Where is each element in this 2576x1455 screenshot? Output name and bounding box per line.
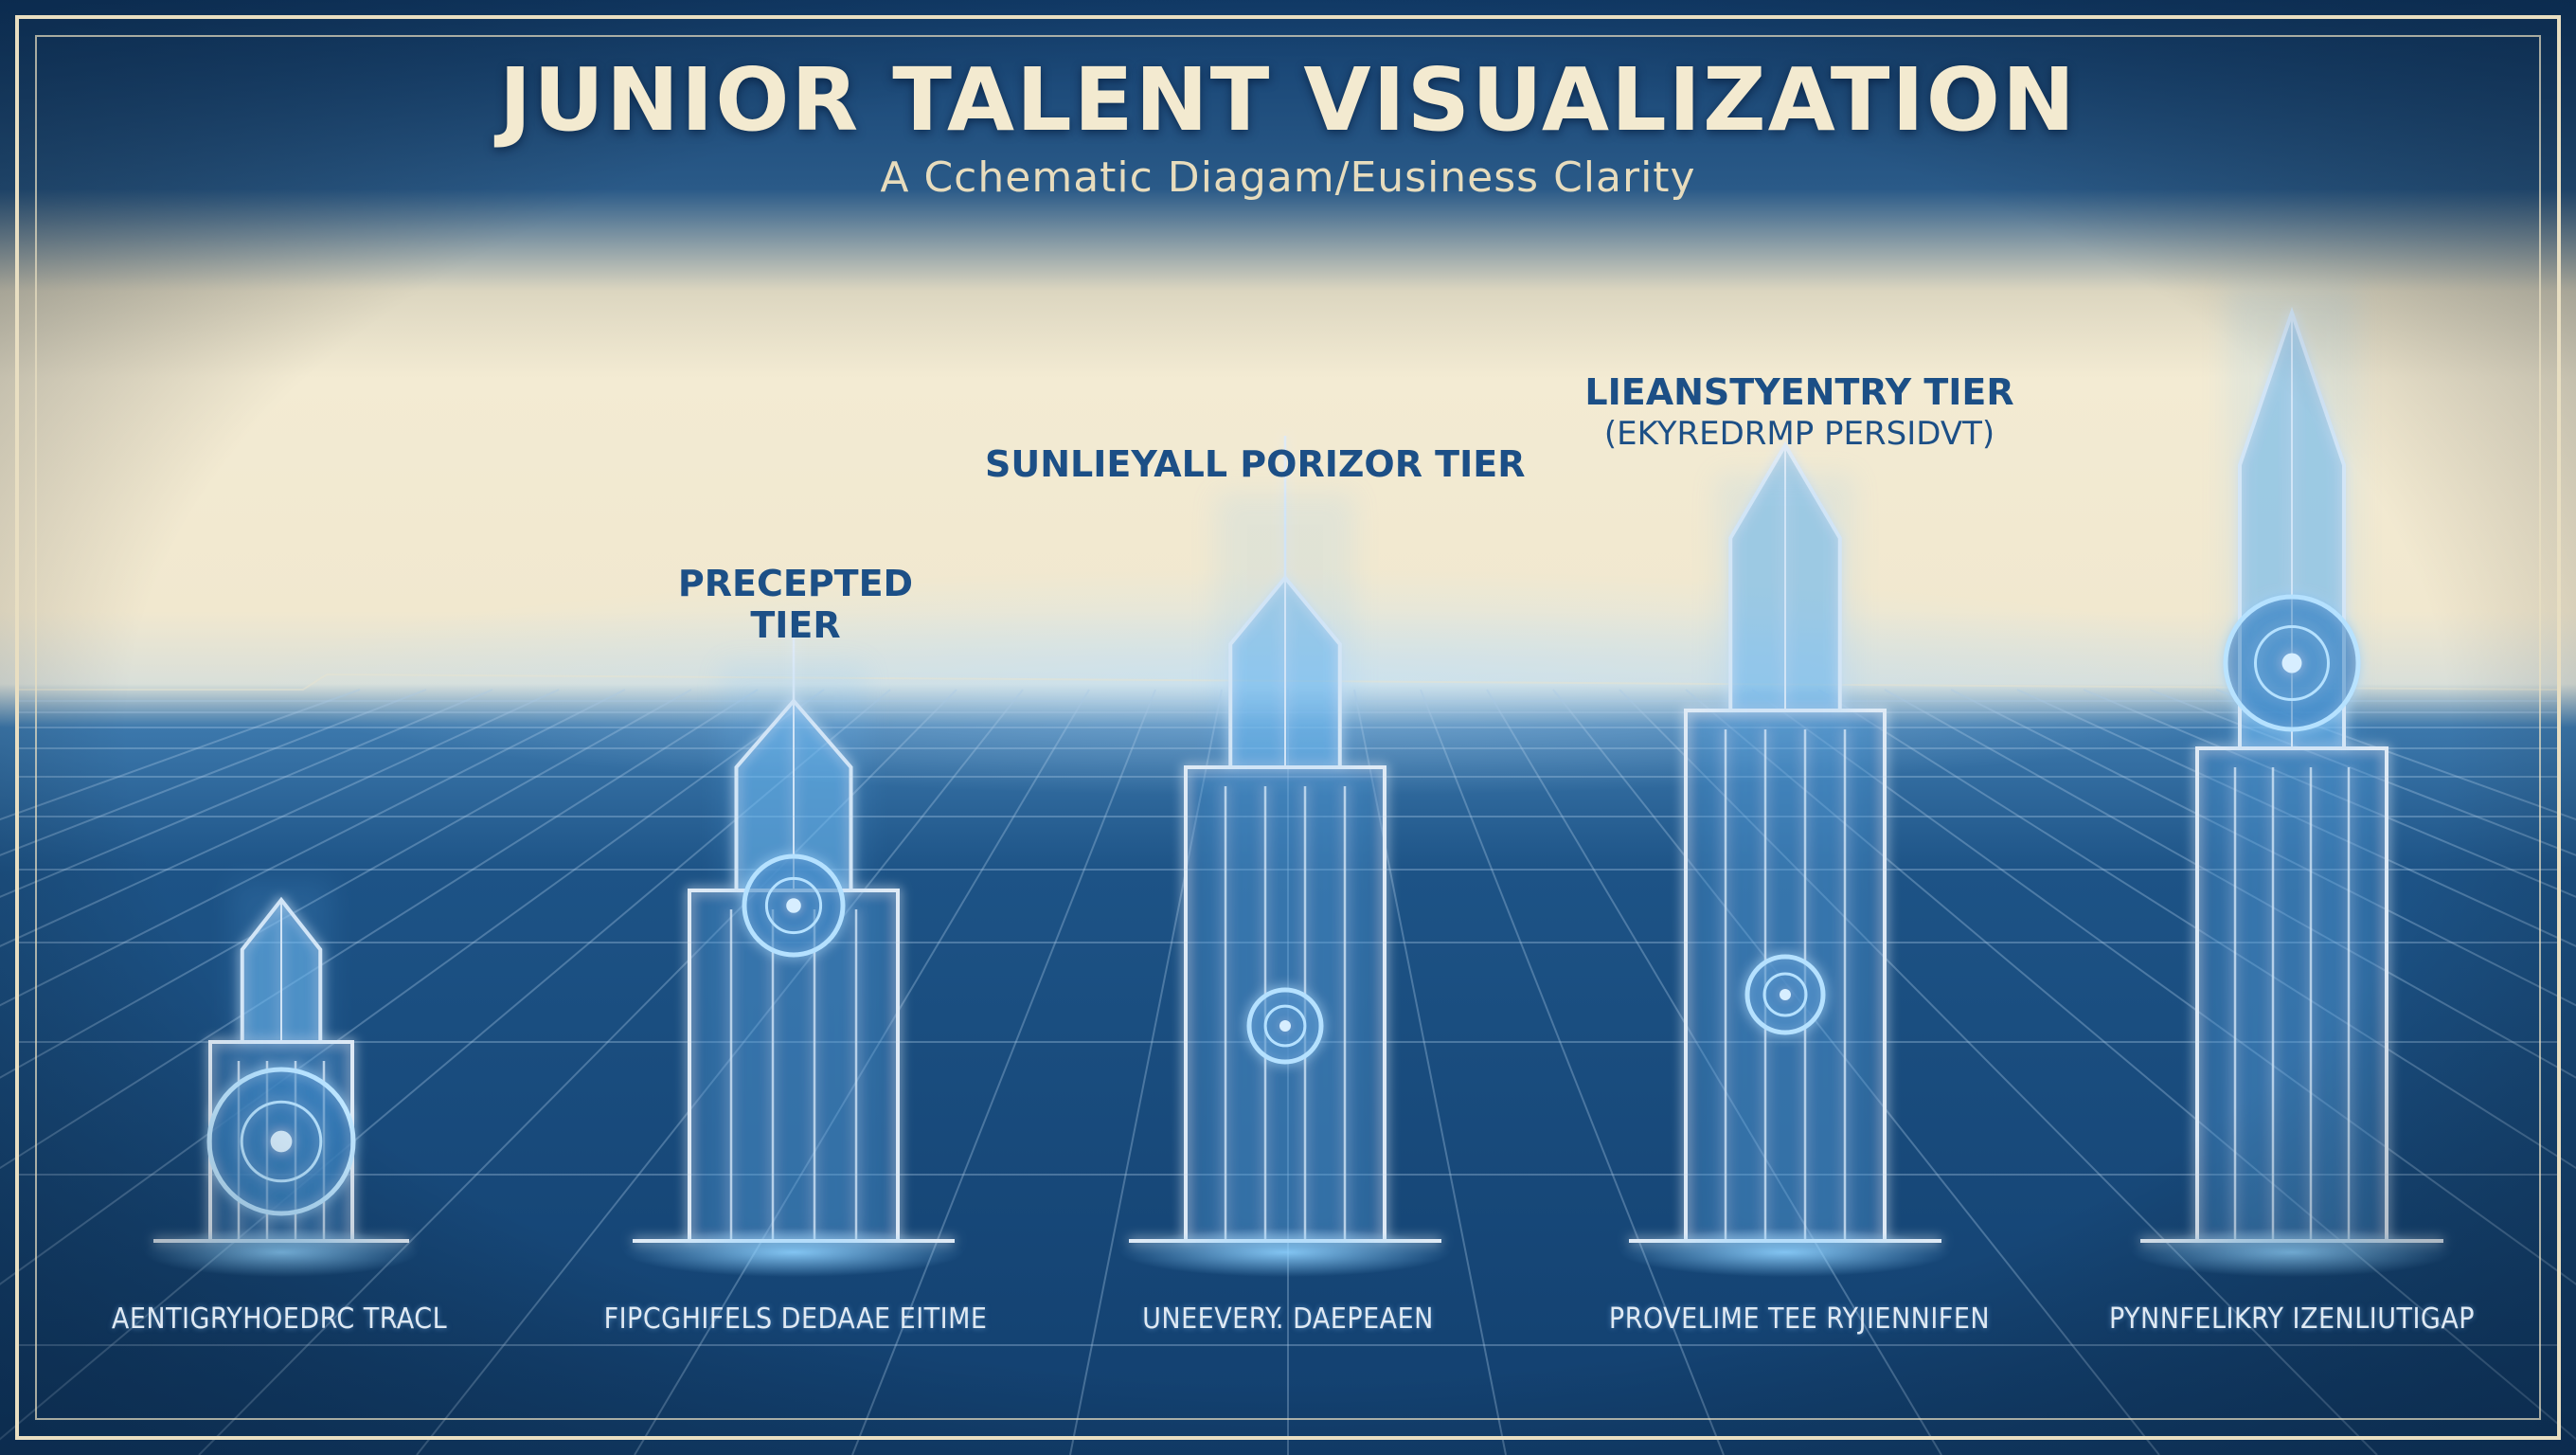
inner-frame [35, 35, 2541, 1420]
tier-5-bottom-label: PYNNFELIKRY IZENLIUTIGAP [2108, 1302, 2476, 1336]
tier-4-label: LIEANSTYENTRY TIER (EKYREDRMP PERSIDVT) [1572, 371, 2027, 455]
tier-4-label-line1: LIEANSTYENTRY TIER [1584, 371, 2014, 413]
tier-3-label-line1: SUNLIEYALL PORIZOR TIER [985, 443, 1526, 485]
tier-3-bottom-label: UNEEVERY. DAEPEAEN [1142, 1302, 1434, 1336]
outer-frame [15, 15, 2561, 1440]
tier-3-label: SUNLIEYALL PORIZOR TIER [985, 443, 1525, 485]
tier-1-bottom-label: AENTIGRYHOEDRC TRACL [111, 1302, 448, 1336]
tier-2-label: PRECEPTED TIER [653, 563, 938, 646]
tier-2-label-line2: TIER [750, 604, 841, 646]
tier-4-label-line2: (EKYREDRMP PERSIDVT) [1603, 415, 1995, 453]
diagram-title: JUNIOR TALENT VISUALIZATION [499, 49, 2077, 151]
tier-4-bottom-label: PROVELIME TEE RYJIENNIFEN [1608, 1302, 1991, 1336]
diagram-subtitle: A Cchematic Diagam/Eusiness Clarity [880, 153, 1696, 202]
tier-2-bottom-label: FIPCGHIFELS DEDAAE EITIME [603, 1302, 988, 1336]
tier-2-label-line1: PRECEPTED [677, 563, 914, 604]
